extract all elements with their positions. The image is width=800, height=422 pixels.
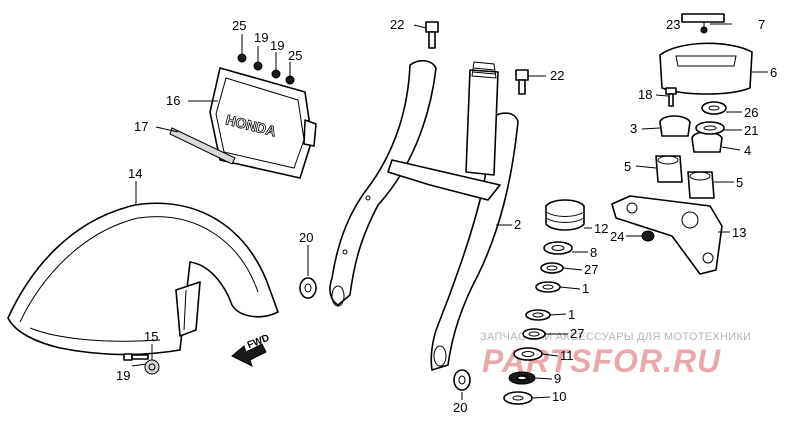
handlebar-cover bbox=[659, 13, 753, 95]
callout-14: 14 bbox=[128, 166, 142, 181]
callout-6: 6 bbox=[770, 65, 777, 80]
callout-24: 24 bbox=[610, 229, 624, 244]
callout-22-top: 22 bbox=[390, 17, 404, 32]
callout-labels: 25 19 19 25 16 17 14 22 22 20 2 15 19 20… bbox=[116, 17, 777, 415]
callout-26: 26 bbox=[744, 105, 758, 120]
fender-bolt-19 bbox=[123, 353, 160, 375]
callout-9: 9 bbox=[554, 371, 561, 386]
handlebar-holders-upper bbox=[659, 115, 725, 153]
callout-8: 8 bbox=[590, 245, 597, 260]
callout-22-side: 22 bbox=[550, 68, 564, 83]
callout-19-right: 19 bbox=[270, 38, 284, 53]
callout-12: 12 bbox=[594, 221, 608, 236]
bolt-18 bbox=[665, 87, 677, 107]
leader-lines bbox=[131, 22, 768, 400]
callout-4: 4 bbox=[744, 143, 751, 158]
callout-11: 11 bbox=[560, 348, 574, 363]
callout-1-lower: 1 bbox=[568, 307, 575, 322]
callout-19-left: 19 bbox=[254, 30, 268, 45]
grommet-26 bbox=[701, 101, 727, 115]
callout-1-upper: 1 bbox=[582, 281, 589, 296]
callout-2: 2 bbox=[514, 217, 521, 232]
callout-16: 16 bbox=[166, 93, 180, 108]
callout-20-left: 20 bbox=[299, 230, 313, 245]
bolt-22-side bbox=[515, 69, 529, 95]
callout-5-left: 5 bbox=[624, 159, 631, 174]
front-fork-frame bbox=[329, 59, 519, 371]
callout-25-right: 25 bbox=[288, 48, 302, 63]
callout-27-lower: 27 bbox=[570, 326, 584, 341]
callout-23: 23 bbox=[666, 17, 680, 32]
direction-arrow: FWD bbox=[231, 333, 271, 367]
washer-20-left bbox=[299, 277, 317, 299]
washer-20-right bbox=[453, 369, 471, 391]
nut-24 bbox=[641, 230, 655, 242]
trim-strip bbox=[169, 127, 236, 165]
callout-17: 17 bbox=[134, 119, 148, 134]
callout-15: 15 bbox=[144, 329, 158, 344]
callout-10: 10 bbox=[552, 389, 566, 404]
callout-21: 21 bbox=[744, 123, 758, 138]
callout-25-left: 25 bbox=[232, 18, 246, 33]
top-bridge bbox=[611, 195, 723, 275]
emblem-nuts bbox=[237, 53, 295, 85]
front-fender bbox=[7, 202, 279, 356]
callout-5-right: 5 bbox=[736, 175, 743, 190]
callout-7: 7 bbox=[758, 17, 765, 32]
callout-20-right: 20 bbox=[453, 400, 467, 415]
bolt-22-top bbox=[425, 21, 439, 49]
callout-27-upper: 27 bbox=[584, 262, 598, 277]
callout-18: 18 bbox=[638, 87, 652, 102]
watermark-tagline: ЗАПЧАСТИ И АКСЕССУАРЫ ДЛЯ МОТОТЕХНИКИ bbox=[480, 331, 751, 343]
callout-3: 3 bbox=[630, 121, 637, 136]
callout-13: 13 bbox=[732, 225, 746, 240]
emblem-plate: HONDA bbox=[209, 67, 317, 179]
callout-19-fender: 19 bbox=[116, 368, 130, 383]
handlebar-holders-lower bbox=[655, 155, 715, 199]
